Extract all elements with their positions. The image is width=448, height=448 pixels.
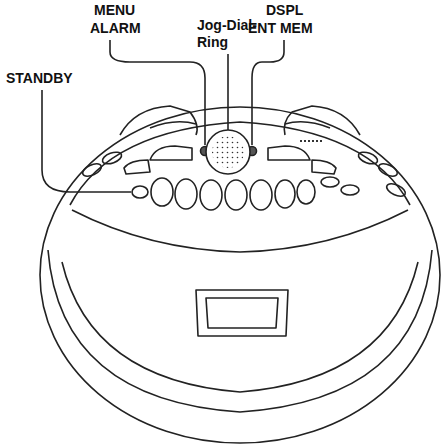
- control-label: STANDBY: [6, 70, 73, 87]
- control-label: DSPL: [266, 2, 303, 19]
- control-label: ALARM: [90, 20, 141, 37]
- control-label: MENU: [94, 2, 135, 19]
- control-label: ENT MEM: [248, 20, 313, 37]
